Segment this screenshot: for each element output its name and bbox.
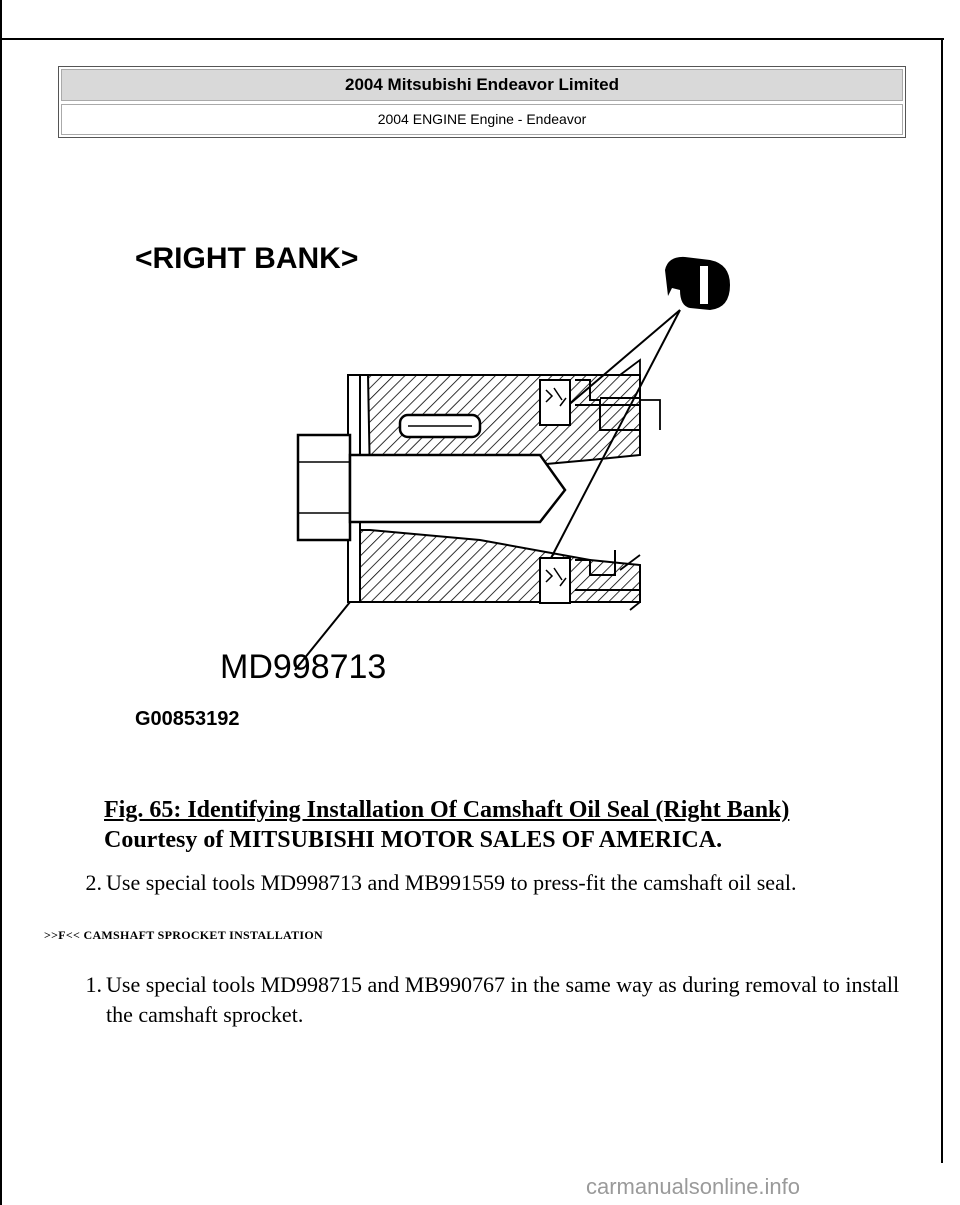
page-frame-top [0,38,944,40]
header-subtitle: 2004 ENGINE Engine - Endeavor [61,104,903,135]
header-title: 2004 Mitsubishi Endeavor Limited [61,69,903,101]
step-text: Use special tools MD998713 and MB991559 … [106,870,797,895]
camshaft-oil-seal-figure: <RIGHT BANK> [120,230,760,750]
tool-body [296,374,641,603]
figure-code: G00853192 [135,708,240,730]
lower-seal [539,557,571,604]
upper-seal [539,379,571,426]
housing-lower [575,550,641,591]
oil-seal-icon [665,256,730,310]
step-number: 1. [85,972,103,997]
housing-upper [575,379,640,431]
page-frame-right [941,38,943,1163]
caption-courtesy: Courtesy of MITSUBISHI MOTOR SALES OF AM… [104,827,723,853]
oil-seal-diagram: <RIGHT BANK> [135,242,730,730]
bank-label: <RIGHT BANK> [135,242,358,275]
caption-title: Fig. 65: Identifying Installation Of Cam… [104,797,790,823]
page-frame-left [0,0,2,1205]
document-header: 2004 Mitsubishi Endeavor Limited 2004 EN… [58,66,906,138]
step-number: 2. [85,870,103,895]
step-text: Use special tools MD998715 and MB990767 … [106,972,900,1027]
figure-caption: Fig. 65: Identifying Installation Of Cam… [104,795,904,855]
section-heading: >>F<< CAMSHAFT SPROCKET INSTALLATION [44,928,323,942]
tool-leader-line [294,601,351,671]
tool-label: MD998713 [220,648,386,686]
watermark: carmanualsonline.info [586,1174,801,1199]
